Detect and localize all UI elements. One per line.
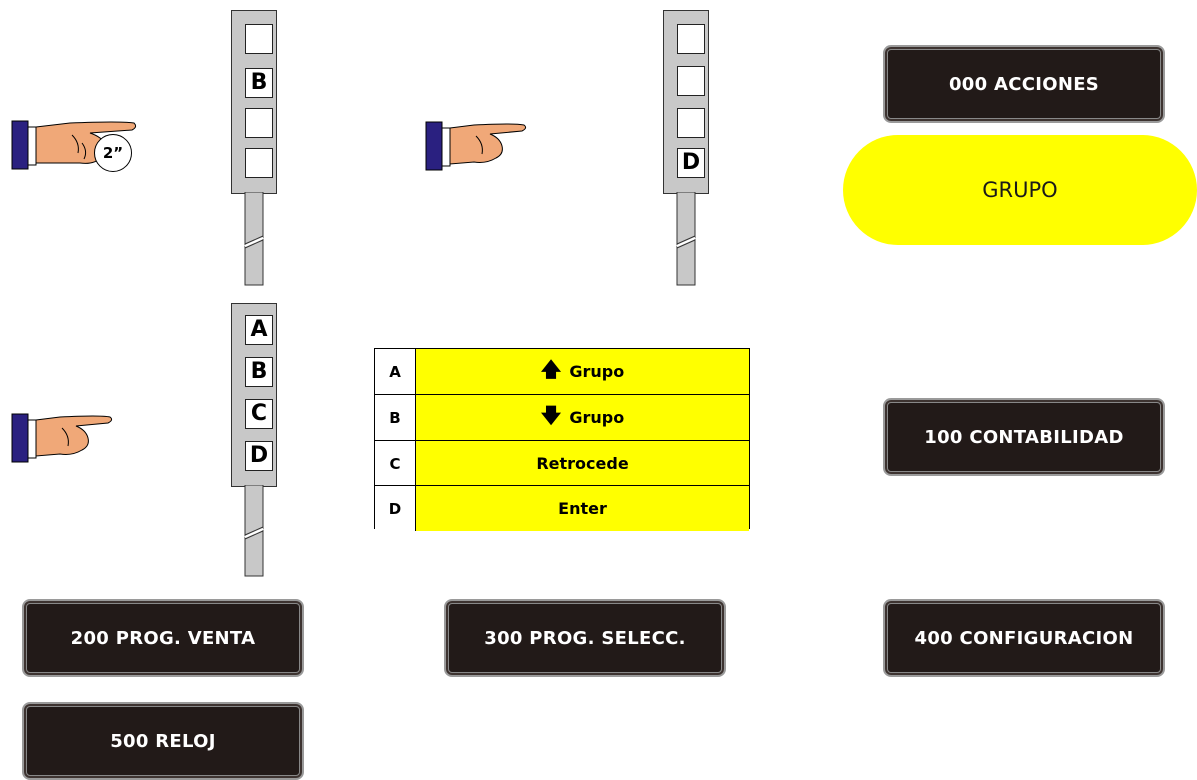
- key-action: 🡅 Grupo: [416, 349, 749, 394]
- menu-button-label: 000 ACCIONES: [949, 74, 1099, 95]
- cable: [244, 192, 264, 286]
- duration-label: 2”: [103, 144, 123, 162]
- arrow-down-icon: 🡇: [541, 401, 562, 435]
- pill-label: GRUPO: [982, 178, 1057, 202]
- menu-button-label: 300 PROG. SELECC.: [484, 628, 685, 649]
- pendant-key-a[interactable]: A: [245, 315, 273, 345]
- pendant-key[interactable]: [677, 108, 705, 138]
- menu-button-label: 500 RELOJ: [110, 731, 216, 752]
- table-row: C Retrocede: [375, 441, 749, 486]
- table-row: D Enter: [375, 486, 749, 531]
- pendant-key[interactable]: [677, 24, 705, 54]
- menu-button-000[interactable]: 000 ACCIONES: [883, 45, 1165, 123]
- menu-button-300[interactable]: 300 PROG. SELECC.: [444, 599, 726, 677]
- key-letter: C: [375, 441, 416, 486]
- action-label: Grupo: [569, 408, 624, 427]
- pendant-key-d[interactable]: D: [677, 148, 705, 178]
- menu-button-500[interactable]: 500 RELOJ: [22, 702, 304, 780]
- menu-button-200[interactable]: 200 PROG. VENTA: [22, 599, 304, 677]
- action-label: Retrocede: [536, 454, 628, 473]
- keypad-pendant: A B C D: [231, 303, 277, 577]
- key-action: 🡇 Grupo: [416, 395, 749, 440]
- action-label: Enter: [558, 499, 607, 518]
- key-letter: D: [375, 486, 416, 531]
- key-letter: B: [375, 395, 416, 440]
- pendant-key-b[interactable]: B: [245, 68, 273, 98]
- keypad-pendant: B: [231, 10, 277, 286]
- action-label: Grupo: [569, 362, 624, 381]
- key-letter: A: [375, 349, 416, 394]
- menu-button-label: 100 CONTABILIDAD: [924, 427, 1123, 448]
- pendant-key[interactable]: [245, 24, 273, 54]
- key-function-table: A 🡅 Grupo B 🡇 Grupo C Retrocede D Enter: [374, 348, 750, 529]
- pendant-key[interactable]: [677, 66, 705, 96]
- key-action: Enter: [416, 486, 749, 531]
- arrow-up-icon: 🡅: [541, 355, 562, 389]
- keypad-pendant: D: [663, 10, 709, 286]
- group-pill: GRUPO: [843, 135, 1197, 245]
- table-row: A 🡅 Grupo: [375, 349, 749, 394]
- menu-button-100[interactable]: 100 CONTABILIDAD: [883, 398, 1165, 476]
- table-row: B 🡇 Grupo: [375, 395, 749, 440]
- key-action: Retrocede: [416, 441, 749, 486]
- pendant-key[interactable]: [245, 148, 273, 178]
- pendant-key-c[interactable]: C: [245, 399, 273, 429]
- menu-button-400[interactable]: 400 CONFIGURACION: [883, 599, 1165, 677]
- pendant-key-d[interactable]: D: [245, 441, 273, 471]
- menu-button-label: 400 CONFIGURACION: [915, 628, 1134, 649]
- cable: [244, 485, 264, 577]
- pendant-key-b[interactable]: B: [245, 357, 273, 387]
- pendant-key[interactable]: [245, 108, 273, 138]
- menu-button-label: 200 PROG. VENTA: [71, 628, 256, 649]
- duration-badge: 2”: [94, 134, 132, 172]
- pointing-hand-icon: [10, 410, 120, 465]
- pointing-hand-icon: [424, 118, 534, 173]
- cable: [676, 192, 696, 286]
